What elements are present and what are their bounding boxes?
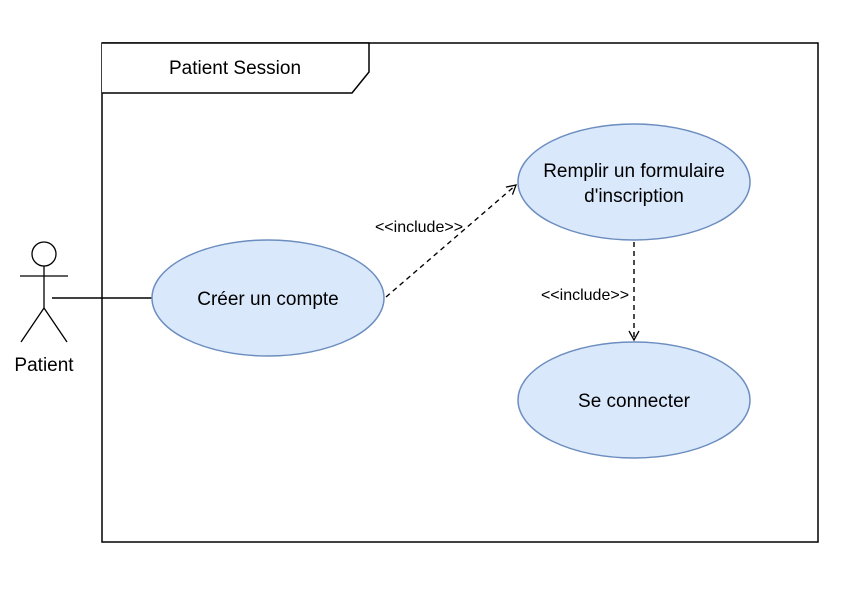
usecase-label-line-2: d'inscription xyxy=(584,186,684,207)
usecase-ellipse xyxy=(151,239,385,357)
usecase-ellipse xyxy=(517,341,751,459)
include-arrow-1 xyxy=(385,184,518,298)
usecase-ellipse xyxy=(517,123,751,241)
system-title-tab xyxy=(102,42,370,94)
actor-head xyxy=(31,241,57,267)
usecase-se-connecter: Se connecter xyxy=(517,341,751,459)
include-relation-2: <<include>> xyxy=(541,242,640,342)
actor-left-leg xyxy=(20,307,45,343)
include-relation-1: <<include>> xyxy=(375,184,518,298)
actor-right-leg xyxy=(43,307,68,343)
system-boundary: Patient Session xyxy=(101,42,819,543)
actor-label: Patient xyxy=(14,355,74,376)
system-boundary-frame xyxy=(101,42,819,543)
actor-patient: Patient xyxy=(14,241,74,376)
usecase-label: Créer un compte xyxy=(197,289,339,310)
include-label-2: <<include>> xyxy=(541,287,629,304)
usecase-remplir-formulaire: Remplir un formulaire d'inscription xyxy=(517,123,751,241)
usecase-label: Se connecter xyxy=(578,391,691,412)
system-title: Patient Session xyxy=(169,58,301,79)
usecase-label-line-1: Remplir un formulaire xyxy=(543,161,725,182)
usecase-creer-un-compte: Créer un compte xyxy=(151,239,385,357)
include-label-1: <<include>> xyxy=(375,219,463,236)
